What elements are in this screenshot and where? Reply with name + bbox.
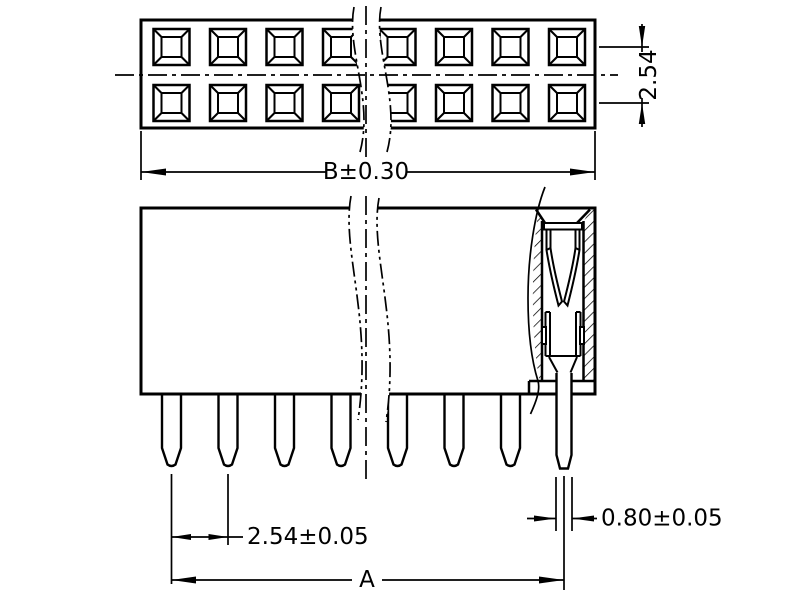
contact-hole xyxy=(491,83,530,123)
contact-funnel xyxy=(548,356,559,373)
front-view xyxy=(139,195,597,481)
pin xyxy=(160,394,183,468)
pin xyxy=(499,394,522,468)
pin xyxy=(330,394,352,468)
contact-top xyxy=(543,222,583,231)
contact-hole xyxy=(547,83,587,123)
arrowhead xyxy=(570,168,595,176)
contact-funnel xyxy=(569,356,578,373)
spring-finger xyxy=(545,246,564,308)
pin xyxy=(273,394,296,468)
section-hatch-left xyxy=(532,197,542,381)
break-line xyxy=(348,195,363,421)
dim-overall-width-label: A xyxy=(359,567,375,593)
dim-body-width: B±0.30 xyxy=(140,131,596,185)
pin xyxy=(386,394,409,468)
dim-body-width-label: B±0.30 xyxy=(323,159,409,185)
contact-hole xyxy=(208,83,248,123)
arrowhead xyxy=(171,576,196,584)
arrowhead xyxy=(572,515,594,522)
section-pin xyxy=(555,373,573,470)
contact-hole xyxy=(378,27,417,67)
arrowhead xyxy=(141,168,166,176)
dim-pin-width: 0.80±0.05 xyxy=(527,477,723,532)
arrowhead xyxy=(539,576,564,584)
contact-hole xyxy=(491,27,530,67)
contact-hole xyxy=(434,27,474,67)
dim-overall-width: A xyxy=(171,476,565,593)
contact-hole xyxy=(208,27,248,67)
dim-pin-width-label: 0.80±0.05 xyxy=(601,506,723,532)
dim-row-pitch: 2.54 xyxy=(599,24,662,127)
break-line xyxy=(376,197,391,423)
dim-row-pitch-label: 2.54 xyxy=(636,49,662,100)
arrowhead xyxy=(638,26,646,47)
contact-hole xyxy=(152,27,191,67)
retention-tab xyxy=(541,326,547,345)
arrowhead xyxy=(208,534,228,540)
broken-out-boundary xyxy=(527,186,546,415)
break-line xyxy=(351,6,365,153)
contact-hole xyxy=(434,83,474,123)
top-view-contacts xyxy=(152,27,587,123)
front-view-break-band xyxy=(349,196,391,422)
top-view-break-band xyxy=(352,7,391,152)
top-view xyxy=(115,6,618,157)
contact-hole xyxy=(321,83,361,123)
contact-hole xyxy=(265,83,304,123)
contact-hole xyxy=(547,27,587,67)
dim-pin-pitch: 2.54±0.05 xyxy=(170,474,369,584)
break-line xyxy=(378,6,392,153)
front-view-pins xyxy=(160,394,522,468)
arrowhead xyxy=(534,515,556,522)
section-view xyxy=(527,186,595,470)
pin xyxy=(443,394,465,468)
arrowhead xyxy=(171,534,191,540)
section-hatch-right xyxy=(583,209,594,380)
dim-pin-pitch-label: 2.54±0.05 xyxy=(247,524,369,550)
contact-hole xyxy=(152,83,191,123)
entry-chamfer xyxy=(576,208,591,224)
arrowhead xyxy=(638,103,646,124)
retention-tab xyxy=(579,326,585,345)
pin xyxy=(217,394,239,468)
spring-finger xyxy=(562,246,581,308)
contact-hole xyxy=(265,27,304,67)
contact-terminal xyxy=(541,222,585,373)
